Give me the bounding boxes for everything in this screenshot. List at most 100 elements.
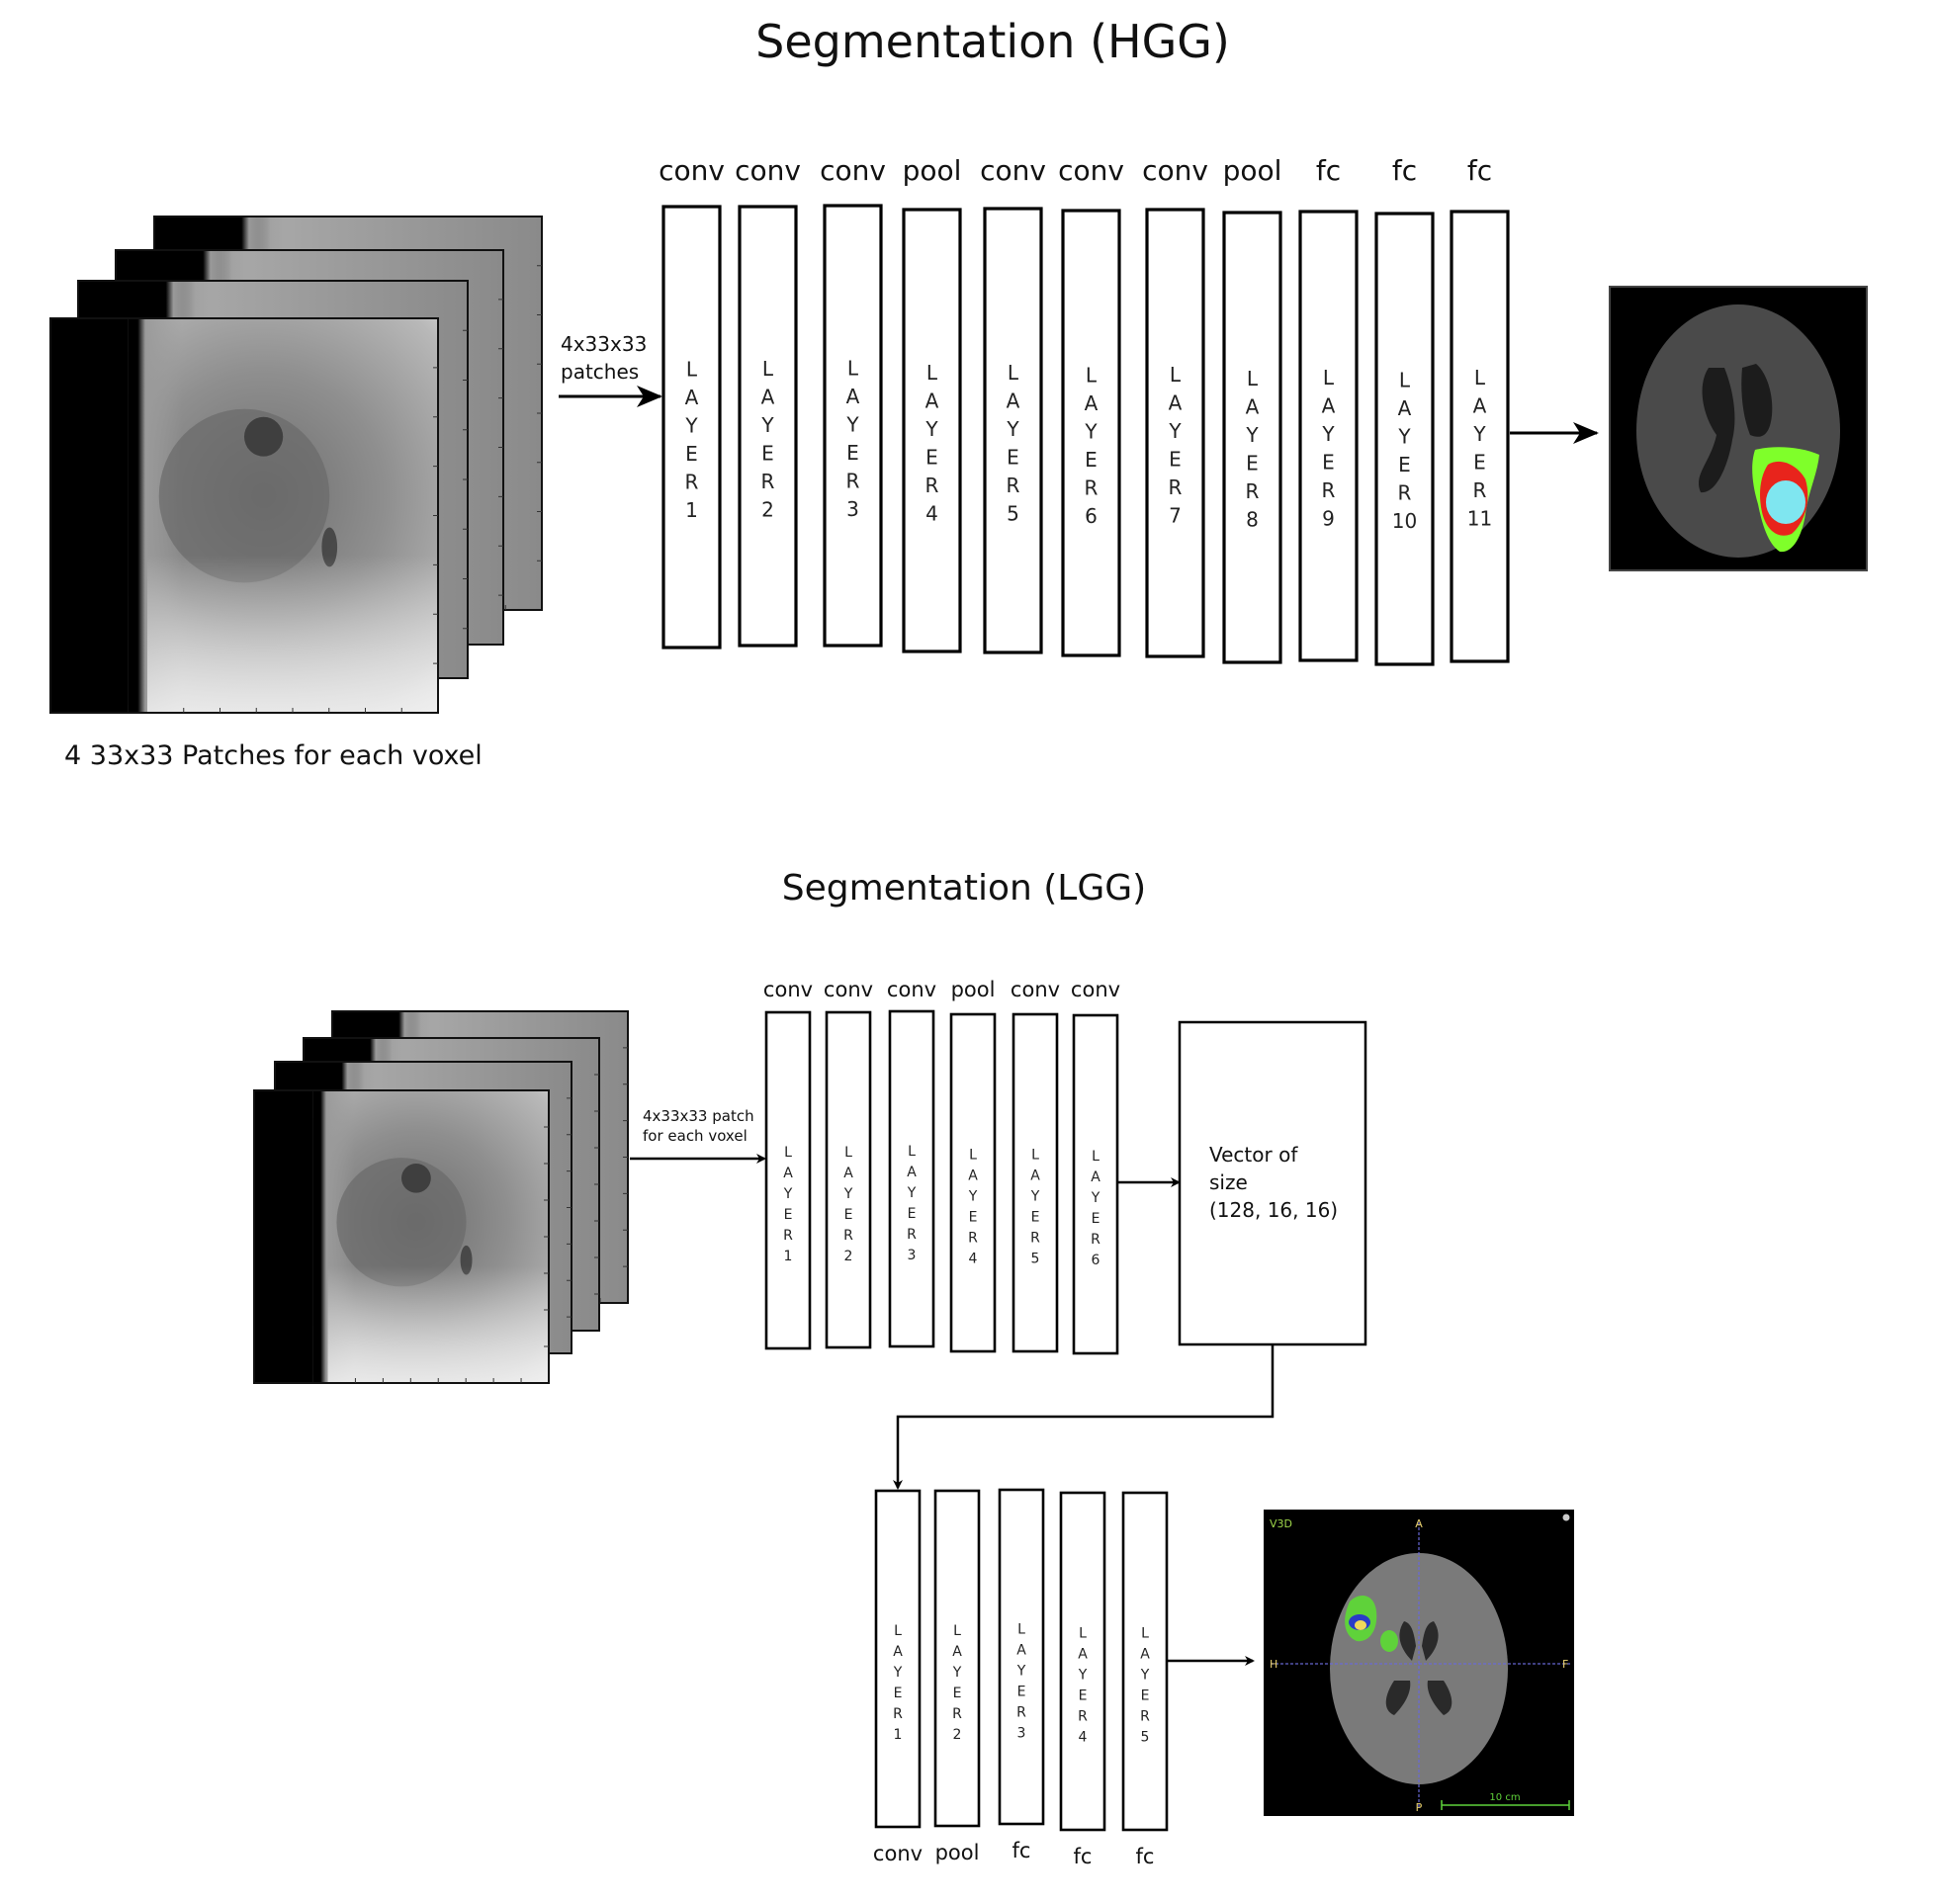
layer-name-letter: E	[1017, 1684, 1026, 1699]
vector-box-line1: Vector of	[1209, 1143, 1298, 1167]
layer-name-letter: R	[843, 1228, 853, 1244]
layer-index: 3	[846, 497, 859, 521]
layer-type-label: conv	[1011, 978, 1060, 1001]
layer-rect	[764, 1010, 812, 1350]
hgg-output-segmentation-image	[1609, 286, 1868, 571]
layer-name-letter: Y	[1006, 417, 1019, 441]
layer-name-letter: A	[907, 1165, 917, 1180]
layer-name-letter: Y	[684, 414, 698, 438]
layer-rect	[825, 1010, 872, 1349]
layer-rect	[1145, 208, 1205, 658]
lgg-stage2-layer-stack: LAYER1convLAYER2poolLAYER3fcLAYER4fcLAYE…	[873, 1488, 1169, 1868]
layer-name-letter: Y	[843, 1186, 853, 1202]
layer-type-label: fc	[1392, 154, 1417, 187]
layer-name-letter: E	[1398, 453, 1411, 476]
vector-box-line2: size	[1209, 1170, 1248, 1194]
layer-name-letter: R	[1473, 478, 1487, 502]
mri-patch	[49, 317, 439, 714]
viewer-settings-icon	[1562, 1514, 1570, 1521]
layer-name-letter: L	[1141, 1626, 1149, 1642]
layer-index: 1	[894, 1727, 903, 1743]
layer-name-letter: L	[894, 1623, 902, 1639]
layer-name-letter: R	[846, 469, 860, 492]
layer-name-letter: A	[843, 1166, 853, 1181]
layer-name-letter: L	[1079, 1626, 1087, 1642]
layer-name-letter: L	[1474, 366, 1486, 389]
mri-patch	[253, 1089, 550, 1384]
lgg-output-segmentation-image: V3D A P H F 10 cm	[1264, 1510, 1574, 1816]
viewer-label: V3D	[1270, 1517, 1292, 1530]
layer-index: 8	[1246, 508, 1259, 532]
ventricle-right	[1741, 364, 1773, 437]
layer-name-letter: A	[1078, 1647, 1088, 1663]
layer-name-letter: E	[761, 441, 774, 465]
layer-name-letter: R	[952, 1706, 962, 1722]
layer-index: 4	[1079, 1730, 1088, 1746]
layer-name-letter: A	[1246, 395, 1260, 419]
layer-name-letter: L	[1399, 369, 1411, 392]
layer-index: 2	[761, 497, 774, 521]
layer-name-letter: E	[925, 446, 938, 470]
orientation-right: F	[1562, 1658, 1568, 1671]
lgg-stage-connector	[893, 1344, 1275, 1490]
layer-name-letter: Y	[952, 1665, 962, 1681]
layer-name-letter: Y	[1030, 1189, 1040, 1205]
layer-rect	[1072, 1013, 1119, 1355]
layer-type-label: conv	[820, 154, 886, 187]
layer-name-letter: L	[847, 356, 859, 380]
layer-index: 4	[969, 1252, 978, 1267]
layer-name-letter: E	[844, 1207, 853, 1223]
layer-index: 5	[1031, 1252, 1040, 1267]
layer-index: 2	[953, 1727, 962, 1743]
layer-name-letter: A	[846, 385, 860, 408]
layer-type-label: conv	[980, 154, 1046, 187]
layer-type-label: conv	[887, 978, 936, 1001]
layer-type-label: conv	[659, 154, 725, 187]
layer-type-label: fc	[1467, 154, 1492, 187]
layer-name-letter: R	[685, 471, 699, 494]
layer-name-letter: R	[1398, 481, 1412, 505]
layer-rect	[1012, 1012, 1059, 1353]
layer-rect	[998, 1488, 1045, 1826]
layer-name-letter: R	[1007, 474, 1020, 497]
layer-index: 3	[908, 1248, 917, 1263]
layer-name-letter: A	[1140, 1647, 1150, 1663]
layer-name-letter: Y	[1140, 1668, 1150, 1684]
layer-type-label: fc	[1136, 1845, 1155, 1868]
layer-name-letter: E	[908, 1206, 917, 1222]
layer-rect	[823, 204, 883, 648]
layer-name-letter: Y	[760, 413, 774, 437]
layer-index: 6	[1085, 504, 1098, 528]
layer-name-letter: R	[761, 470, 775, 493]
layer-name-letter: R	[1169, 476, 1183, 499]
layer-name-letter: E	[1031, 1210, 1040, 1226]
layer-type-label: pool	[935, 1841, 980, 1864]
layer-name-letter: E	[846, 441, 859, 465]
layer-name-letter: Y	[1091, 1190, 1100, 1206]
layer-index: 1	[685, 498, 698, 522]
layer-name-letter: A	[1398, 396, 1412, 420]
layer-name-letter: Y	[783, 1186, 793, 1202]
layer-rect	[1222, 211, 1282, 664]
lgg-arrow-label-line2: for each voxel	[643, 1127, 748, 1145]
layer-name-letter: A	[1030, 1168, 1040, 1184]
tumor-core	[1766, 480, 1805, 524]
layer-name-letter: L	[908, 1144, 916, 1160]
layer-name-letter: A	[1085, 391, 1099, 415]
layer-name-letter: R	[1085, 476, 1099, 499]
layer-name-letter: R	[907, 1227, 917, 1243]
layer-name-letter: A	[1007, 389, 1020, 412]
lgg-title: Segmentation (LGG)	[782, 868, 1146, 909]
tumor-enhancing	[1355, 1620, 1366, 1630]
